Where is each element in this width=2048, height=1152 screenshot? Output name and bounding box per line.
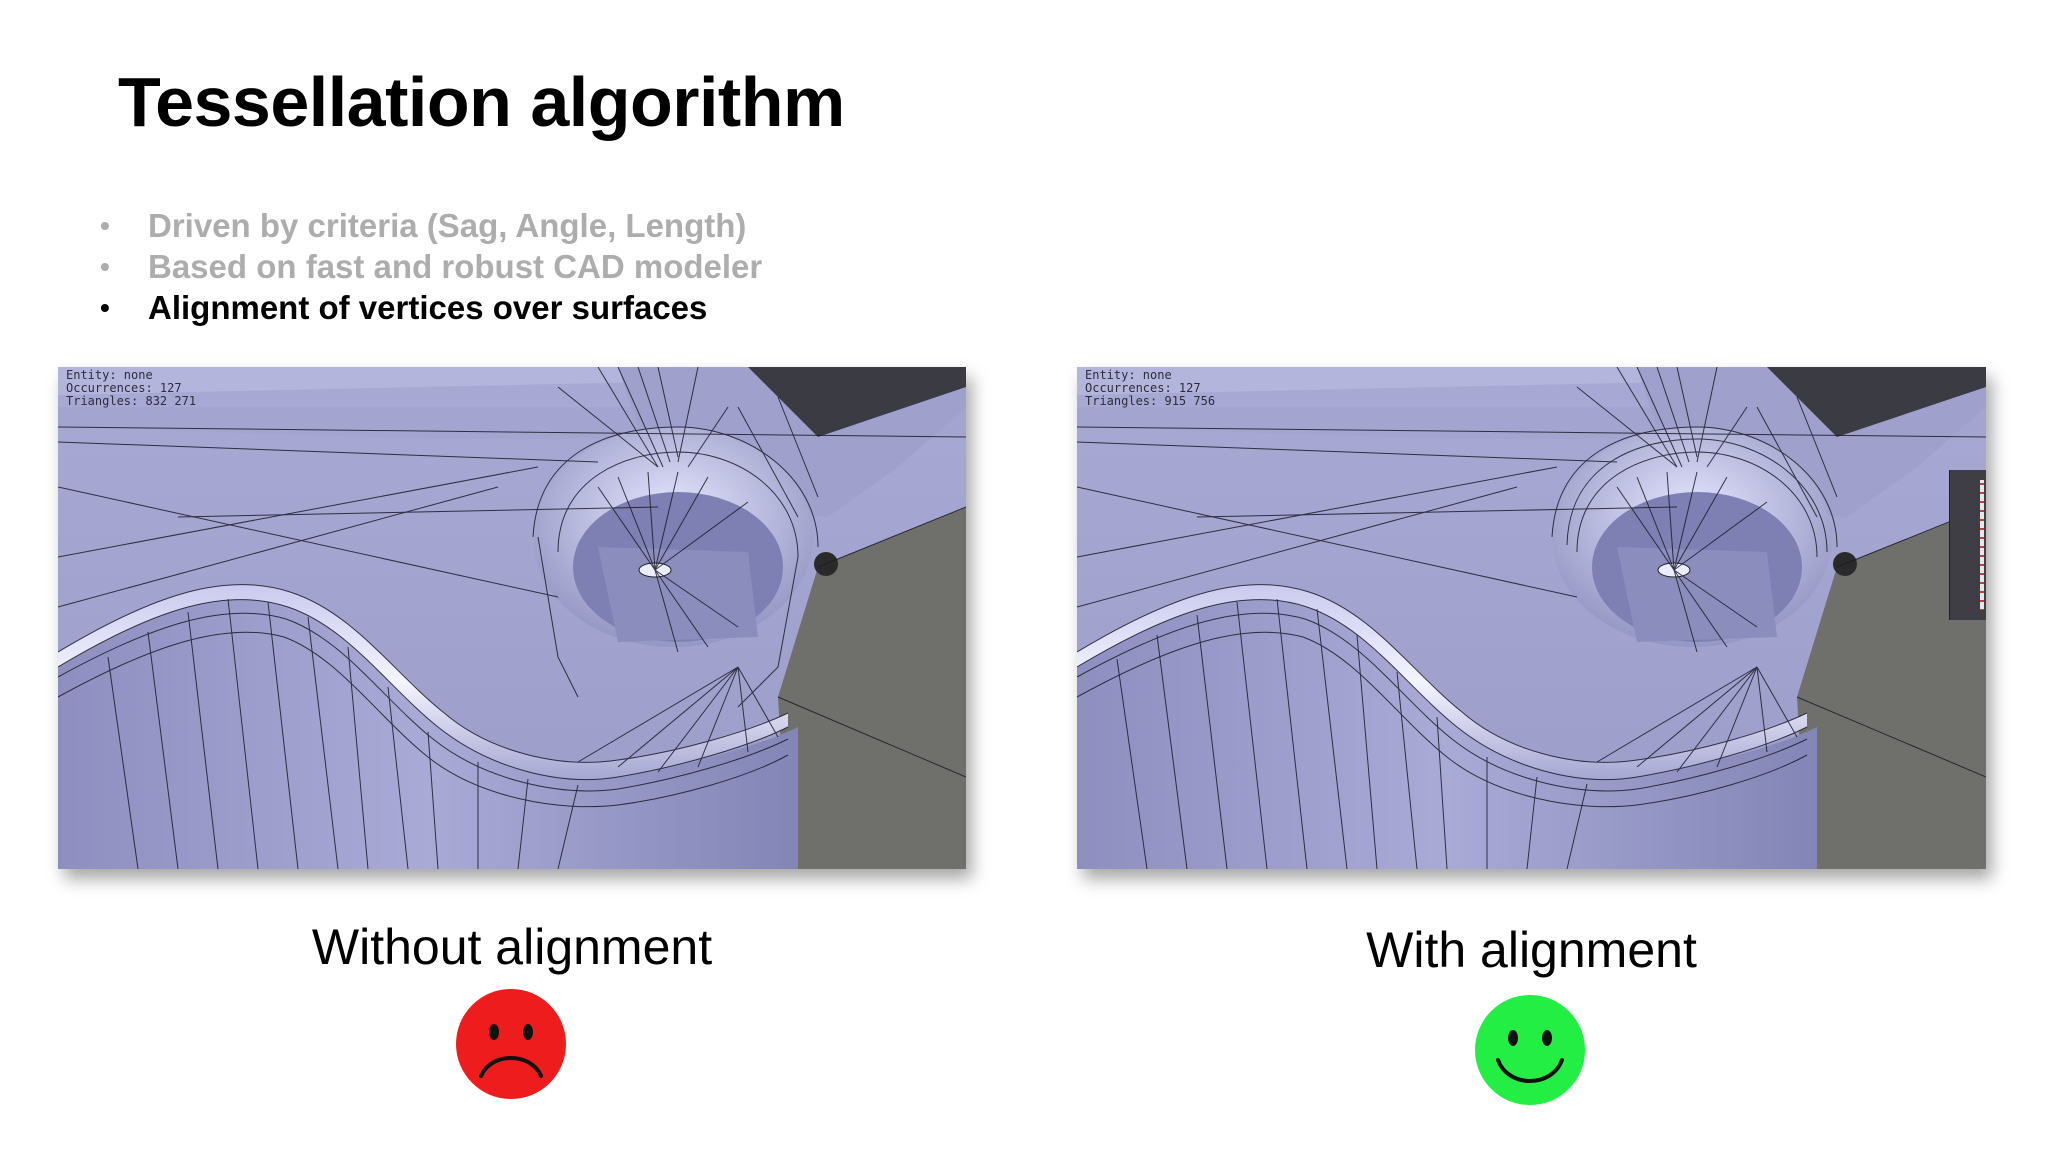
viewer-side-toolbar[interactable] — [1949, 470, 1986, 620]
sad-face-icon — [456, 989, 566, 1099]
triangles-readout: Triangles: 915 756 — [1085, 394, 1216, 408]
toolbar-color-strip — [1980, 480, 1984, 610]
slide-title: Tessellation algorithm — [118, 63, 845, 141]
bullet-dot: • — [100, 292, 110, 323]
bullet-item: • Based on fast and robust CAD modeler — [96, 246, 762, 287]
bullet-dot: • — [100, 251, 110, 282]
occurrences-readout: Occurrences: 127 — [66, 381, 182, 395]
mesh-render-image — [58, 367, 966, 869]
bullet-list: • Driven by criteria (Sag, Angle, Length… — [96, 205, 762, 328]
bullet-item: • Driven by criteria (Sag, Angle, Length… — [96, 205, 762, 246]
bullet-text: Based on fast and robust CAD modeler — [148, 248, 763, 285]
bullet-dot: • — [100, 210, 110, 241]
happy-face-icon — [1475, 995, 1585, 1105]
mesh-render-without-alignment: Entity: none Occurrences: 127 Triangles:… — [58, 367, 966, 869]
bullet-text: Alignment of vertices over surfaces — [148, 289, 708, 326]
entity-readout: Entity: none — [1085, 368, 1172, 382]
occurrences-readout: Occurrences: 127 — [1085, 381, 1201, 395]
mesh-render-image — [1077, 367, 1986, 869]
caption-with-alignment: With alignment — [1366, 922, 1697, 978]
entity-readout: Entity: none — [66, 368, 153, 382]
render-stats-overlay: Entity: none Occurrences: 127 Triangles:… — [1085, 369, 1215, 408]
mesh-render-with-alignment: Entity: none Occurrences: 127 Triangles:… — [1077, 367, 1986, 869]
bullet-text: Driven by criteria (Sag, Angle, Length) — [148, 207, 747, 244]
bullet-item: • Alignment of vertices over surfaces — [96, 287, 762, 328]
caption-without-alignment: Without alignment — [311, 919, 713, 975]
render-stats-overlay: Entity: none Occurrences: 127 Triangles:… — [66, 369, 196, 408]
triangles-readout: Triangles: 832 271 — [66, 394, 197, 408]
